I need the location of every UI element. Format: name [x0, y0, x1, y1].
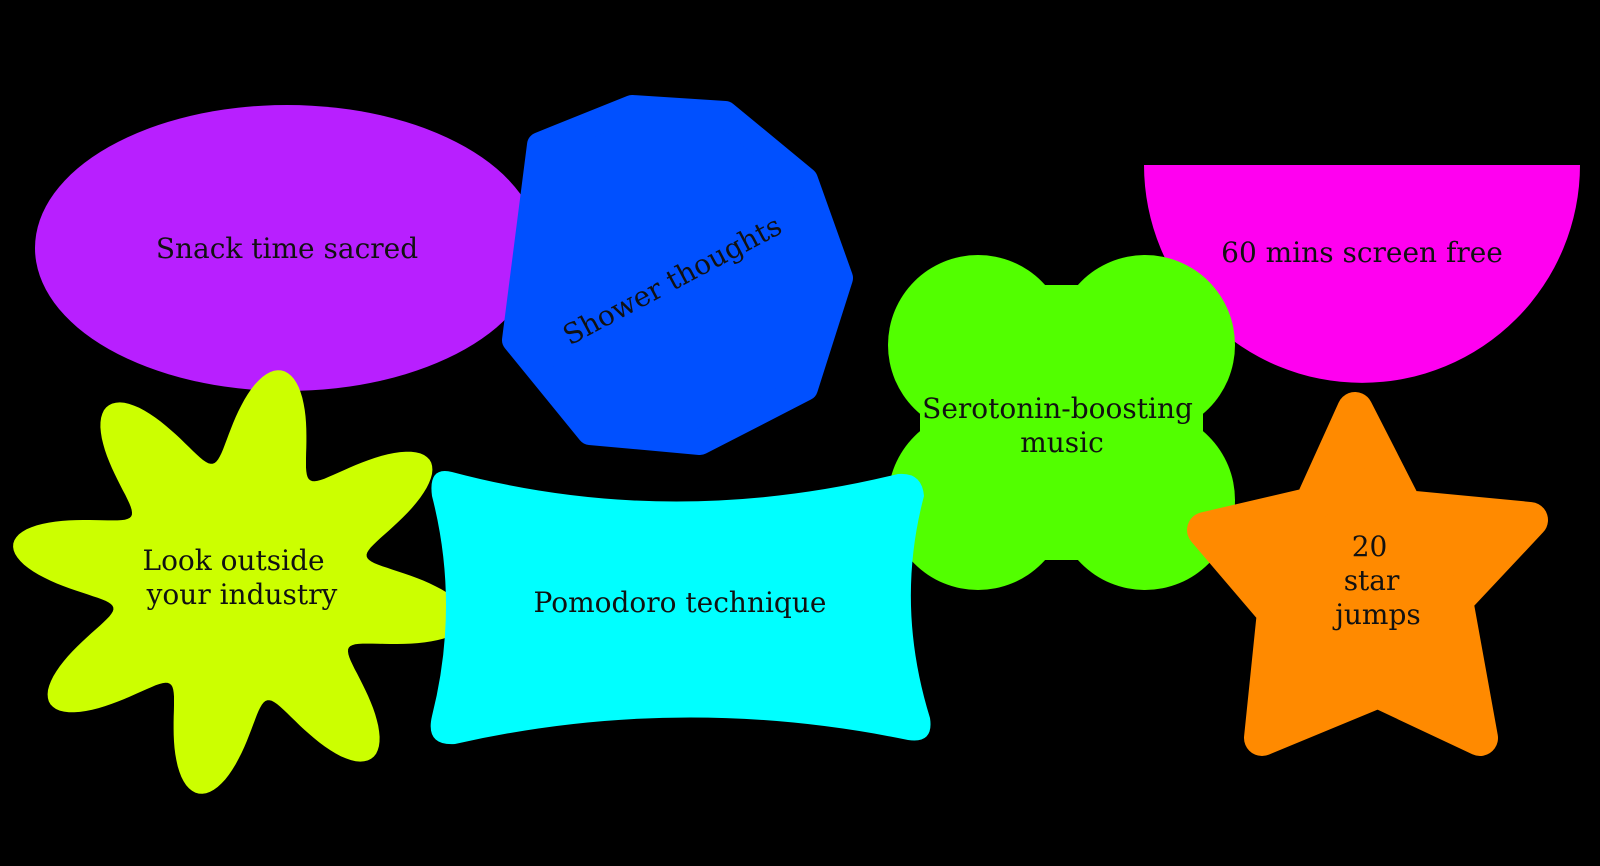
- sticker-label: Snack time sacred: [156, 232, 418, 265]
- sticker-snack-time-sacred: Snack time sacred: [35, 105, 539, 391]
- octagon-outline: [502, 95, 853, 455]
- sticker-pomodoro-technique: Pomodoro technique: [430, 471, 931, 745]
- octagon-shape: [515, 108, 840, 442]
- star-outline: [1187, 392, 1548, 756]
- sticker-20-star-jumps: 20 star jumps: [1187, 392, 1548, 756]
- four-lobe-shape: [888, 255, 1235, 590]
- sticker-label: Look outside your industry: [142, 544, 337, 611]
- sticker-label: 60 mins screen free: [1221, 236, 1503, 269]
- sticker-serotonin-boosting-music: Serotonin-boosting music: [888, 255, 1235, 590]
- sticker-shower-thoughts: Shower thoughts: [502, 95, 853, 455]
- concave-rectangle-shape: [430, 471, 931, 745]
- oval-shape: [35, 105, 539, 391]
- sticker-label: Serotonin-boosting music: [922, 392, 1202, 459]
- sticker-60-mins-screen-free: 60 mins screen free: [1144, 165, 1580, 383]
- sticker-look-outside-your-industry: Look outside your industry: [13, 370, 467, 794]
- sticker-label: 20 star jumps: [1332, 530, 1421, 631]
- wavy-burst-shape: [13, 370, 467, 794]
- half-circle-shape: [1144, 165, 1580, 383]
- sticker-label: Pomodoro technique: [534, 586, 827, 619]
